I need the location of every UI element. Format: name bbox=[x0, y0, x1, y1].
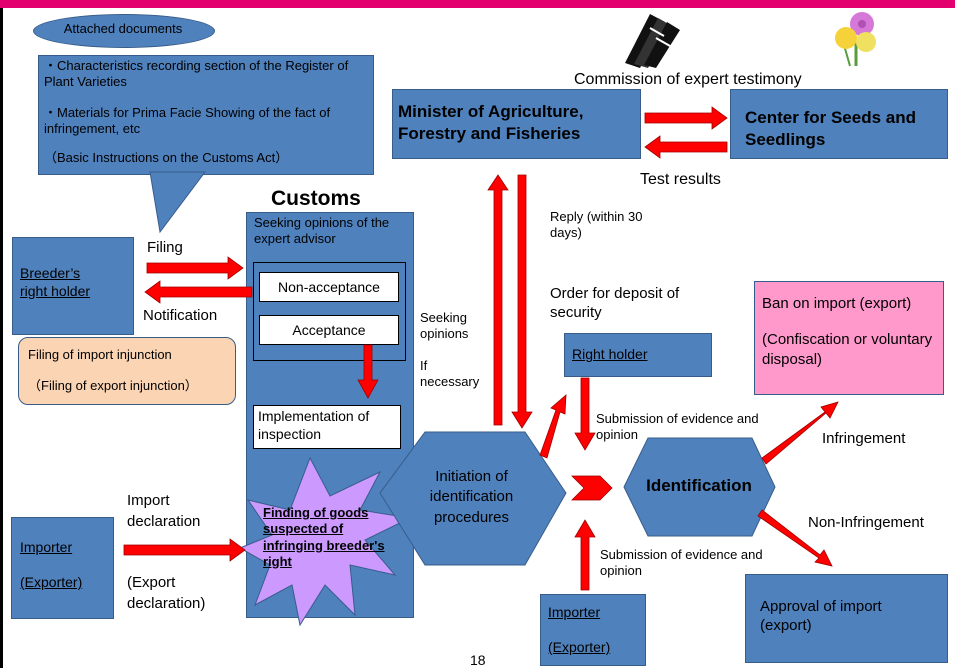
arrow-reply-down bbox=[511, 174, 533, 429]
importer-left-box bbox=[11, 517, 114, 619]
center-box bbox=[730, 89, 948, 159]
right-holder-box bbox=[564, 333, 712, 377]
approval-label: Approval of import (export) bbox=[760, 598, 882, 634]
arrow-acceptance-down bbox=[357, 344, 379, 399]
arrow-seeking-up bbox=[487, 174, 509, 426]
documents-icon bbox=[620, 8, 690, 70]
arrow-right-holder-down bbox=[574, 377, 596, 451]
arrow-non-infringement bbox=[757, 509, 833, 567]
submission-bottom-label: Submission of evidence and opinion bbox=[600, 547, 763, 579]
arrow-center-minister bbox=[644, 135, 728, 159]
filing-label: Filing bbox=[147, 239, 183, 256]
seeking-opinions-label: Seeking opinions bbox=[420, 310, 469, 342]
submission-top-label: Submission of evidence and opinion bbox=[596, 411, 759, 443]
attached-documents-bubble bbox=[38, 55, 374, 175]
attached-item-3: （Basic Instructions on the Customs Act） bbox=[44, 150, 289, 165]
initiation-label: Initiation of identification procedures bbox=[429, 468, 514, 526]
import-declaration-label: Import declaration bbox=[127, 492, 201, 530]
injunction-line2: （Filing of export injunction） bbox=[28, 378, 198, 393]
seeking-expert-label: Seeking opinions of the expert advisor bbox=[254, 215, 390, 247]
order-label: Order for deposit of security bbox=[550, 285, 680, 321]
top-bar bbox=[0, 0, 955, 8]
arrow-importer-up bbox=[574, 519, 596, 591]
attached-documents-ellipse bbox=[33, 14, 215, 48]
importer-bottom-box bbox=[540, 594, 646, 666]
export-declaration-label: (Export declaration) bbox=[127, 574, 206, 612]
attached-item-1: ・Characteristics recording section of th… bbox=[44, 58, 349, 90]
ban-line2: (Confiscation or voluntary disposal) bbox=[762, 331, 933, 369]
test-results-label: Test results bbox=[640, 171, 721, 188]
non-infringement-label: Non-Infringement bbox=[808, 514, 924, 531]
left-border bbox=[0, 8, 3, 668]
importer-bottom-line2: (Exporter) bbox=[548, 639, 611, 655]
finding-label: Finding of goods suspected of infringing… bbox=[263, 505, 385, 569]
approval-box bbox=[745, 574, 948, 663]
reply-label: Reply (within 30 days) bbox=[550, 209, 643, 241]
notification-label: Notification bbox=[143, 307, 218, 324]
minister-box bbox=[392, 89, 641, 159]
attached-documents-title: Attached documents bbox=[63, 21, 183, 36]
acceptance-box: Acceptance bbox=[259, 315, 399, 345]
non-acceptance-box: Non-acceptance bbox=[259, 272, 399, 302]
page-number: 18 bbox=[470, 652, 486, 668]
injunction-line1: Filing of import injunction bbox=[28, 347, 172, 362]
arrow-initiation-identification bbox=[571, 475, 613, 501]
if-necessary-label: If necessary bbox=[420, 358, 480, 390]
minister-label: Minister of Agriculture, Forestry and Fi… bbox=[398, 102, 584, 144]
center-label: Center for Seeds and Seedlings bbox=[745, 108, 916, 150]
importer-bottom-line1: Importer bbox=[548, 604, 601, 620]
initiation-hexagon bbox=[379, 431, 567, 566]
decision-panel bbox=[253, 262, 406, 361]
arrow-notification bbox=[144, 280, 253, 304]
injunction-box bbox=[18, 337, 236, 405]
customs-title: Customs bbox=[271, 187, 361, 210]
bubble-tail bbox=[149, 171, 206, 234]
arrow-minister-center bbox=[644, 106, 728, 130]
infringement-label: Infringement bbox=[822, 430, 906, 447]
breeder-box bbox=[12, 237, 134, 335]
importer-left-line1: Importer bbox=[20, 539, 73, 555]
importer-left-line2: (Exporter) bbox=[20, 574, 83, 590]
right-holder-label: Right holder bbox=[572, 346, 648, 362]
ban-line1: Ban on import (export) bbox=[762, 295, 912, 312]
commission-label: Commission of expert testimony bbox=[574, 71, 802, 88]
identification-hexagon bbox=[623, 437, 776, 537]
ban-box bbox=[754, 281, 944, 395]
identification-label: Identification bbox=[646, 476, 752, 495]
arrow-infringement bbox=[761, 401, 839, 465]
arrow-import-decl bbox=[123, 538, 246, 562]
implementation-box: Implementation of inspection bbox=[253, 405, 401, 449]
arrow-to-right-holder bbox=[539, 394, 567, 459]
arrow-filing bbox=[146, 256, 244, 280]
flower-icon bbox=[826, 10, 886, 68]
breeder-label: Breeder’s right holder bbox=[20, 265, 91, 299]
finding-starburst bbox=[238, 456, 412, 627]
attached-item-2: ・Materials for Prima Facie Showing of th… bbox=[44, 105, 331, 137]
